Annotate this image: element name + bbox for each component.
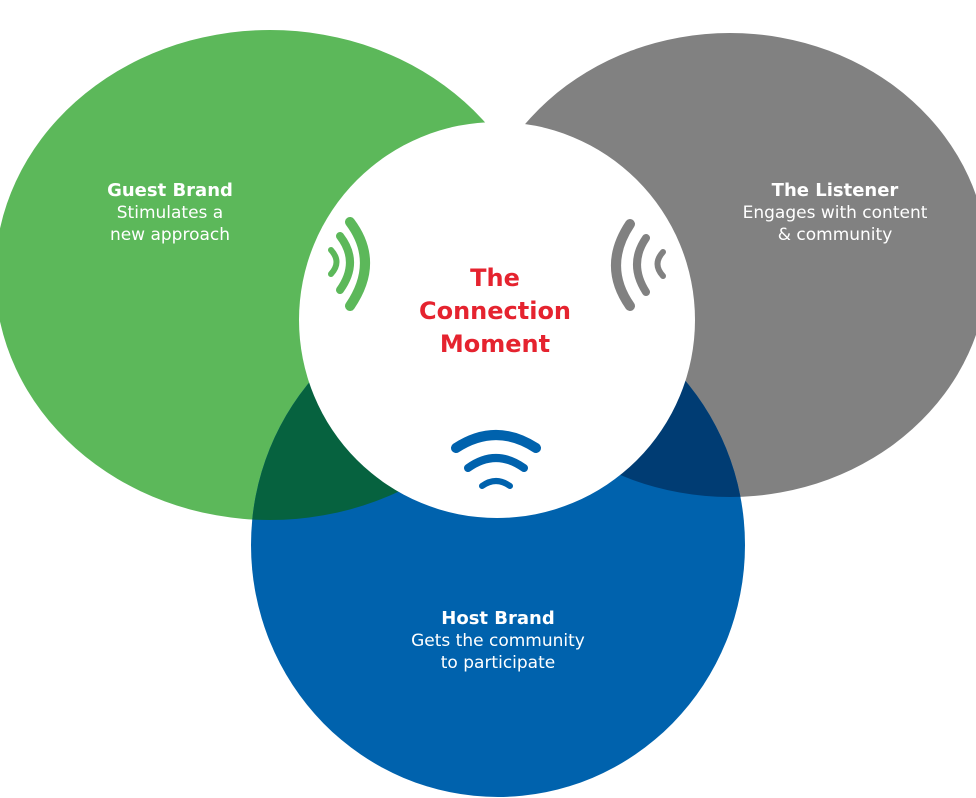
center-line1: The	[470, 264, 520, 292]
listener-desc-line1: Engages with content	[742, 203, 928, 223]
signal-waves-right-icon	[328, 217, 370, 311]
listener-desc-line2: & community	[777, 225, 893, 245]
signal-waves-up-icon	[451, 430, 541, 489]
listener-title: The Listener	[771, 180, 899, 201]
host-brand-desc-line1: Gets the community	[411, 631, 585, 651]
guest-brand-title: Guest Brand	[107, 180, 233, 201]
listener-label: The Listener Engages with content & comm…	[700, 180, 970, 246]
host-brand-desc-line2: to participate	[440, 653, 556, 673]
host-brand-label: Host Brand Gets the community to partici…	[358, 608, 638, 674]
host-brand-title: Host Brand	[441, 608, 555, 629]
guest-brand-desc-line2: new approach	[109, 225, 231, 245]
connection-moment-label: The Connection Moment	[380, 262, 610, 361]
guest-brand-label: Guest Brand Stimulates a new approach	[40, 180, 300, 246]
center-line3: Moment	[439, 330, 551, 358]
signal-waves-left-icon	[611, 219, 666, 311]
center-line2: Connection	[418, 297, 572, 325]
guest-brand-desc-line1: Stimulates a	[116, 203, 224, 223]
connection-moment-circle	[299, 122, 695, 518]
